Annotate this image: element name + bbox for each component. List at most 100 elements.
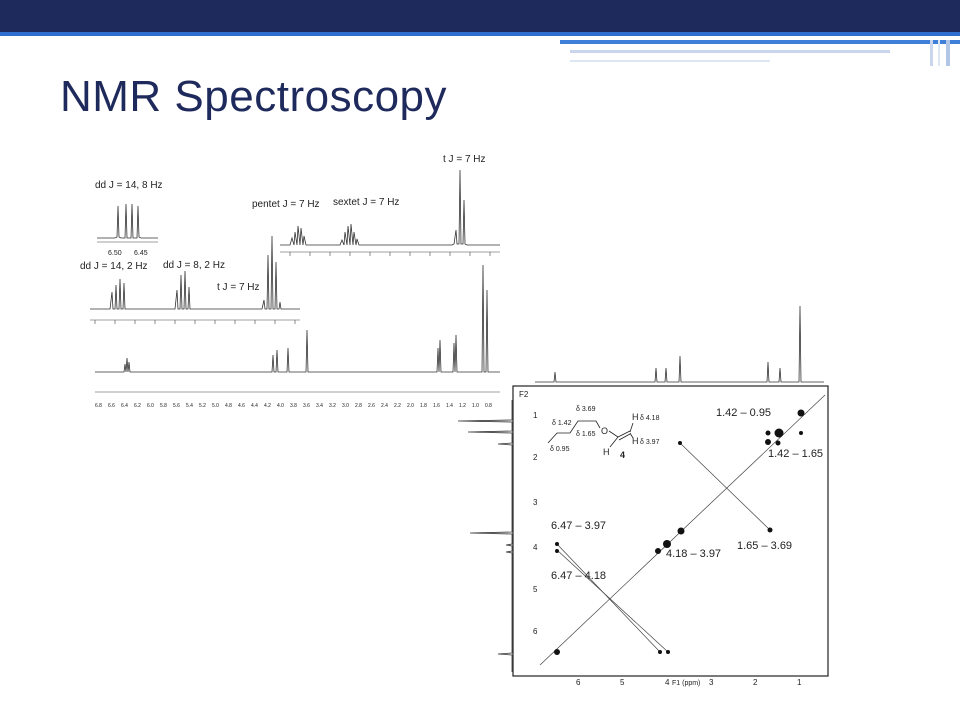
multiplet-label: t J = 7 Hz xyxy=(443,154,486,165)
cross-peak xyxy=(678,441,682,445)
cross-peak xyxy=(799,431,803,435)
inset-tick-label: 6.50 xyxy=(108,250,122,257)
axis-tick-label: 6 xyxy=(533,627,538,636)
cosy-y-ticks: 1 2 3 4 5 6 xyxy=(533,411,538,636)
axis-tick-label: 0.8 xyxy=(485,403,492,409)
cross-peak xyxy=(666,650,670,654)
axis-tick-label: 2.6 xyxy=(368,403,375,409)
axis-tick-label: 6 xyxy=(576,678,581,687)
cross-peak xyxy=(677,527,685,535)
cross-peak xyxy=(663,540,671,548)
slide-header-bar xyxy=(0,0,960,36)
multiplet-label: sextet J = 7 Hz xyxy=(333,197,399,208)
axis-tick-label: 2.0 xyxy=(407,403,414,409)
lower-expansion: dd J = 14, 2 Hz dd J = 8, 2 Hz t J = 7 H… xyxy=(80,235,300,324)
axis-tick-label: 5.8 xyxy=(160,403,167,409)
molecule-structure: δ 3.69 δ 1.42 δ 1.65 δ 0.95 δ 4.18 δ 3.9… xyxy=(547,406,660,460)
x-axis-ticks: 6.8 6.6 6.4 6.2 6.0 5.8 5.6 5.4 5.2 5.0 … xyxy=(95,403,492,409)
axis-tick-label: 1.8 xyxy=(420,403,427,409)
cross-peak xyxy=(797,409,805,417)
axis-tick-label: δ 1.65 xyxy=(576,431,596,438)
axis-tick-label: 4 xyxy=(665,678,670,687)
multiplet-label: dd J = 14, 2 Hz xyxy=(80,261,148,272)
axis-tick-label: 4.2 xyxy=(264,403,271,409)
axis-tick-label: 1 xyxy=(797,678,802,687)
full-1d-spectrum: 6.8 6.6 6.4 6.2 6.0 5.8 5.6 5.4 5.2 5.0 … xyxy=(95,264,500,409)
cross-peak xyxy=(554,649,560,655)
inset-tick-label: 6.45 xyxy=(134,250,148,257)
correlation-label: 1.42 – 1.65 xyxy=(768,448,823,460)
inset-dd-multiplet: dd J = 14, 8 Hz 6.50 6.45 xyxy=(95,180,163,257)
compound-number: 4 xyxy=(620,450,625,460)
axis-tick-label: 1 xyxy=(533,411,538,420)
axis-tick-label: 5.4 xyxy=(186,403,193,409)
axis-tick-label: 3.4 xyxy=(316,403,323,409)
multiplet-label: dd J = 8, 2 Hz xyxy=(163,260,225,271)
axis-tick-label: 3 xyxy=(533,498,538,507)
axis-tick-label: 4.8 xyxy=(225,403,232,409)
axis-tick-label: 2 xyxy=(753,678,758,687)
axis-tick-label: 5 xyxy=(620,678,625,687)
axis-tick-label: 3.2 xyxy=(329,403,336,409)
inset-label: dd J = 14, 8 Hz xyxy=(95,180,163,191)
cross-peak xyxy=(655,548,661,554)
axis-tick-label: 5.2 xyxy=(199,403,206,409)
axis-tick-label: δ 0.95 xyxy=(550,446,570,453)
f2-axis-label: F2 xyxy=(519,390,529,399)
f1-axis-label: F1 (ppm) xyxy=(672,680,700,687)
cross-peak xyxy=(774,428,784,438)
cross-peak xyxy=(555,542,559,546)
axis-tick-label: 6.4 xyxy=(121,403,128,409)
axis-tick-label: 6.0 xyxy=(147,403,154,409)
axis-tick-label: 4 xyxy=(533,543,538,552)
axis-tick-label: δ 1.42 xyxy=(552,420,572,427)
axis-tick-label: δ 3.97 xyxy=(640,439,660,446)
cross-peak xyxy=(765,430,771,436)
cross-line-6-47-3-97-b xyxy=(556,549,669,653)
axis-tick-label: 4.0 xyxy=(277,403,284,409)
axis-tick-label: 2 xyxy=(533,453,538,462)
axis-tick-label: δ 3.69 xyxy=(576,406,596,413)
axis-tick-label: 5.6 xyxy=(173,403,180,409)
cross-peak xyxy=(765,439,771,445)
axis-tick-label: 4.6 xyxy=(238,403,245,409)
axis-tick-label: 2.2 xyxy=(394,403,401,409)
axis-tick-label: 6.6 xyxy=(108,403,115,409)
axis-tick-label: 3 xyxy=(709,678,714,687)
cross-peak xyxy=(767,527,773,533)
cross-line-6-47-3-97-a xyxy=(556,543,661,653)
axis-tick-label: 1.2 xyxy=(459,403,466,409)
cross-peak xyxy=(658,650,662,654)
cross-line-1-65-3-69 xyxy=(679,442,771,531)
cosy-left-projection xyxy=(457,400,513,672)
axis-tick-label: 2.4 xyxy=(381,403,388,409)
atom-label: H xyxy=(632,436,639,446)
axis-tick-label: 1.0 xyxy=(472,403,479,409)
axis-tick-label: 3.6 xyxy=(303,403,310,409)
axis-tick-label: 3.0 xyxy=(342,403,349,409)
multiplet-label: t J = 7 Hz xyxy=(217,282,260,293)
correlation-label: 1.65 – 3.69 xyxy=(737,540,792,552)
multiplet-label: pentet J = 7 Hz xyxy=(252,199,320,210)
upper-expansion: pentet J = 7 Hz sextet J = 7 Hz t J = 7 … xyxy=(252,154,500,256)
axis-tick-label: δ 4.18 xyxy=(640,415,660,422)
correlation-label: 6.47 – 3.97 xyxy=(551,520,606,532)
atom-label: H xyxy=(603,447,610,457)
axis-tick-label: 6.8 xyxy=(95,403,102,409)
cosy-top-projection xyxy=(535,305,824,383)
slide-title: NMR Spectroscopy xyxy=(60,72,448,121)
atom-label: O xyxy=(601,426,608,436)
correlation-label: 1.42 – 0.95 xyxy=(716,407,771,419)
axis-tick-label: 3.8 xyxy=(290,403,297,409)
axis-tick-label: 6.2 xyxy=(134,403,141,409)
axis-tick-label: 4.4 xyxy=(251,403,258,409)
header-accent-lines xyxy=(560,40,960,66)
axis-tick-label: 2.8 xyxy=(355,403,362,409)
cross-peak xyxy=(775,440,781,446)
cosy-plot: F2 1 2 3 4 5 6 6 5 4 3 2 1 F1 (ppm) xyxy=(512,385,829,687)
cosy-x-ticks: 6 5 4 3 2 1 xyxy=(576,678,802,687)
axis-tick-label: 1.6 xyxy=(433,403,440,409)
axis-tick-label: 1.4 xyxy=(446,403,453,409)
atom-label: H xyxy=(632,412,639,422)
